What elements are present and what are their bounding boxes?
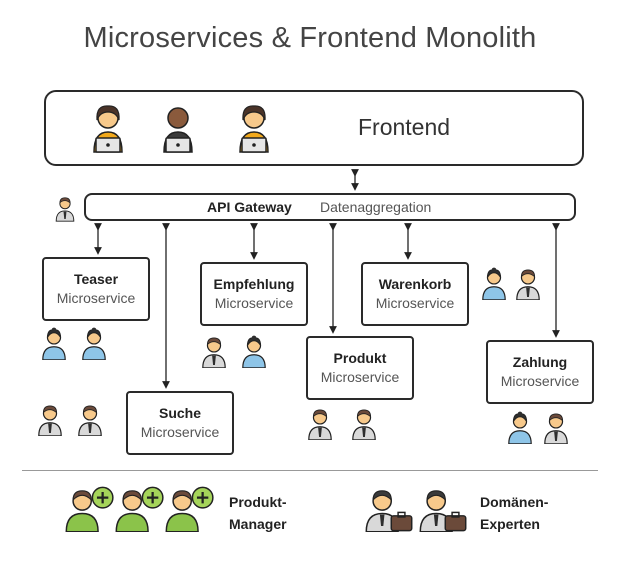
person-icon [82,326,106,360]
person-icon [55,197,75,222]
service-type: Microservice [214,295,294,311]
developer-icon [163,107,193,153]
person-icon [78,405,102,436]
legend-line: Produkt- [229,494,287,510]
service-type: Microservice [500,373,580,389]
product-manager-icon [115,486,164,532]
api-gateway-sublabel: Datenaggregation [320,199,432,215]
service-type: Microservice [375,295,455,311]
page-title: Microservices & Frontend Monolith [83,22,537,54]
frontend-label: Frontend [358,114,451,140]
service-name: Empfehlung [213,276,295,292]
empfehlung-microservice-box: Empfehlung Microservice [200,262,308,326]
person-icon [482,266,506,300]
person-icon [202,337,226,368]
person-icon [308,409,332,440]
service-name: Suche [158,405,201,421]
product-manager-icon [165,486,214,532]
zahlung-microservice-box: Zahlung Microservice [486,340,594,404]
person-icon [508,410,532,444]
developer-icon [93,105,123,153]
separator-line [22,470,598,471]
teaser-microservice-box: Teaser Microservice [42,257,150,321]
person-icon [352,409,376,440]
service-name: Produkt [333,350,387,366]
suche-microservice-box: Suche Microservice [126,391,234,455]
person-icon [544,413,568,444]
domain-expert-icon [419,490,467,532]
service-name: Zahlung [512,354,568,370]
produkt-microservice-box: Produkt Microservice [306,336,414,400]
service-type: Microservice [320,369,400,385]
person-icon [38,405,62,436]
legend-domain-expert: Domänen- Experten [480,491,548,535]
api-gateway-box [84,193,576,221]
person-icon [516,269,540,300]
service-type: Microservice [56,290,136,306]
api-gateway-label: API Gateway [207,199,292,215]
developer-icon [239,105,269,153]
legend-line: Experten [480,516,540,532]
service-type: Microservice [140,424,220,440]
legend-line: Manager [229,516,287,532]
service-name: Teaser [73,271,119,287]
legend-line: Domänen- [480,494,549,510]
service-name: Warenkorb [378,276,452,292]
product-manager-icon [65,486,114,532]
warenkorb-microservice-box: Warenkorb Microservice [361,262,469,326]
person-icon [42,326,66,360]
frontend-box [44,90,584,166]
person-icon [242,334,266,368]
domain-expert-icon [365,490,413,532]
legend-product-manager: Produkt- Manager [229,491,287,535]
